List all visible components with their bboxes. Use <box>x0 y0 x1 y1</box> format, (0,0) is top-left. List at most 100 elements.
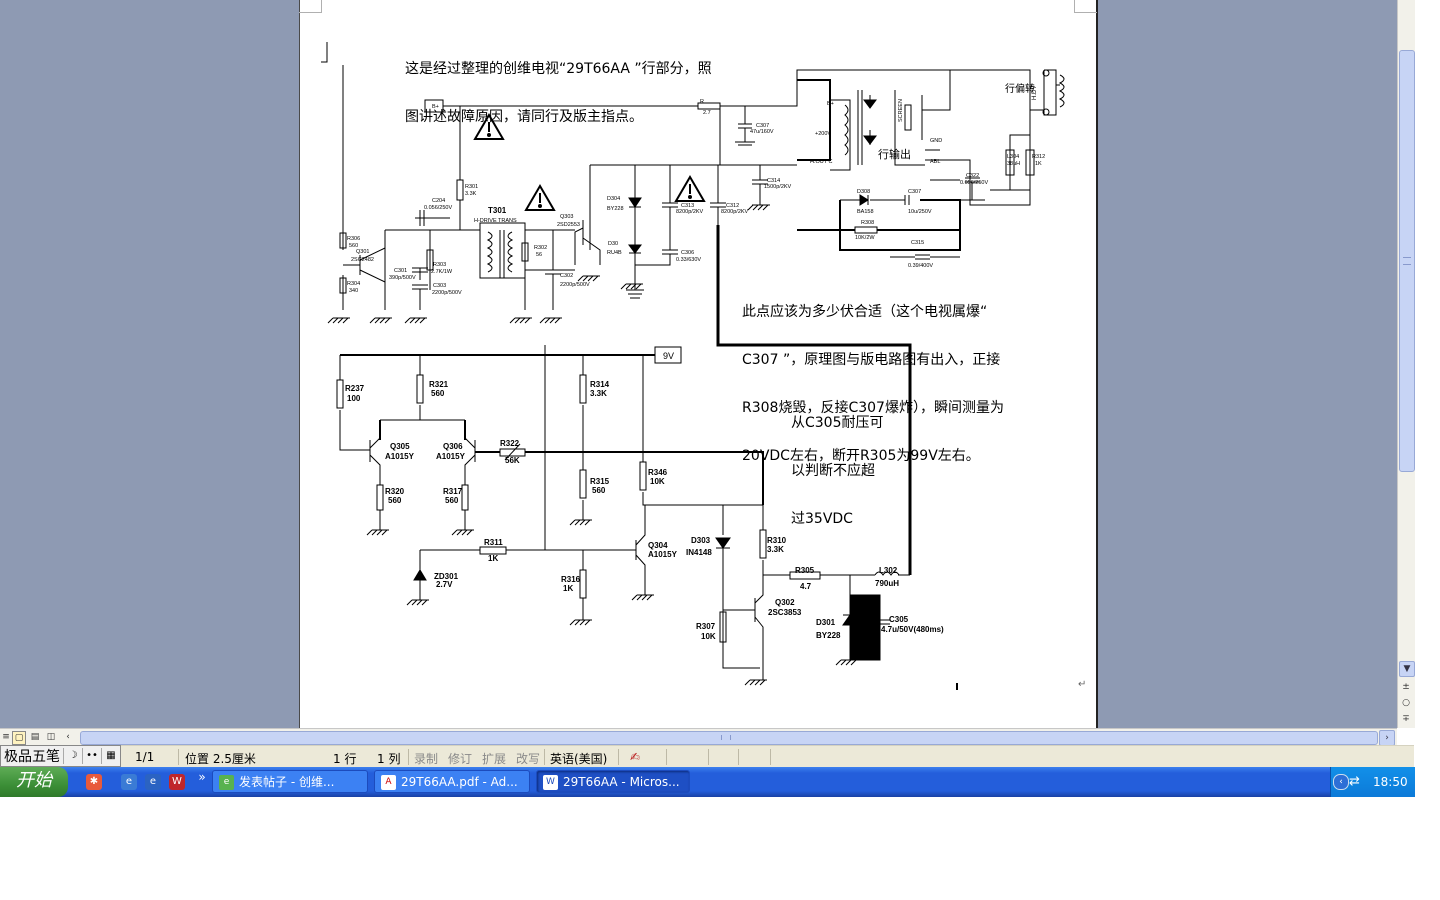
note-line: 以判断不应超 <box>791 463 875 479</box>
title-line: 这是经过整理的创维电视“29T66AA ”行部分，照 <box>405 61 712 77</box>
ime-punct-icon[interactable]: •• <box>82 748 101 764</box>
status-track-changes[interactable]: 修订 <box>448 752 473 766</box>
status-separator <box>178 749 179 765</box>
quicklaunch-ie-icon[interactable]: e <box>145 774 161 790</box>
schematic-label: C313 <box>681 203 694 209</box>
schematic-label: A1015Y <box>436 452 466 461</box>
status-separator <box>770 749 771 765</box>
previous-page-button[interactable]: ± <box>1402 682 1410 692</box>
schematic-label: GND <box>930 138 942 144</box>
schematic-label: R <box>700 99 704 105</box>
ime-toolbar[interactable]: 极品五笔 ☽ •• ▦ <box>0 745 121 767</box>
web-view-button[interactable]: ▢ <box>12 731 26 745</box>
status-separator <box>708 749 709 765</box>
schematic-label: 3.3K <box>465 191 477 197</box>
status-overtype[interactable]: 改写 <box>516 752 541 766</box>
quicklaunch-icon[interactable]: ✱ <box>86 774 102 790</box>
xingshuchu-label: 行输出 <box>878 147 911 161</box>
normal-view-button[interactable]: ≡ <box>2 732 10 742</box>
browse-object-button[interactable]: ○ <box>1402 698 1410 708</box>
status-extend[interactable]: 扩展 <box>482 752 507 766</box>
schematic-label: BA158 <box>857 209 874 215</box>
note-c305: 从C305耐压可 以判断不应超 过35VDC <box>791 383 884 559</box>
schematic-label: BY228 <box>816 631 841 640</box>
status-language[interactable]: 英语(美国) <box>550 752 608 766</box>
scroll-right-button[interactable]: › <box>1379 730 1395 746</box>
note-line: 从C305耐压可 <box>791 415 884 431</box>
status-column: 1 列 <box>377 752 401 766</box>
clock[interactable]: 18:50 <box>1373 775 1408 789</box>
network-icon[interactable]: ⇄ <box>1349 774 1360 789</box>
schematic-label: ABL <box>930 159 940 165</box>
horizontal-scroll-thumb[interactable] <box>80 731 1378 745</box>
schematic-label: 0.33/630V <box>676 257 701 263</box>
outline-view-button[interactable]: ◫ <box>46 732 56 742</box>
document-page[interactable] <box>299 0 1098 728</box>
ime-name[interactable]: 极品五笔 <box>4 749 60 765</box>
next-page-button[interactable]: ∓ <box>1402 714 1410 724</box>
status-bar: 1/1 位置 2.5厘米 1 行 1 列 录制 修订 扩展 改写 英语(美国) … <box>0 745 1414 768</box>
vertical-scroll-thumb[interactable] <box>1399 50 1415 472</box>
schematic-label: R237 <box>345 384 365 393</box>
schematic-label: 10K <box>650 477 665 486</box>
schematic-label: Q302 <box>775 598 795 607</box>
status-record[interactable]: 录制 <box>414 752 439 766</box>
start-button[interactable]: 开始 <box>0 767 68 797</box>
hdy-label: H.DY <box>1032 86 1038 100</box>
quicklaunch-more-button[interactable]: » <box>198 770 206 784</box>
tray-expand-icon[interactable]: ‹ <box>1333 774 1349 790</box>
schematic-label: R316 <box>561 575 581 584</box>
schematic-label: D30 <box>608 241 618 247</box>
schematic-label: RU4B <box>607 250 622 256</box>
quicklaunch-wps-icon[interactable]: W <box>169 774 185 790</box>
schematic-label: 8200p/2KV <box>676 209 704 215</box>
schematic-label: C306 <box>681 250 694 256</box>
schematic-label: Q304 <box>648 541 668 550</box>
status-line: 1 行 <box>333 752 357 766</box>
vertical-scrollbar[interactable]: ▼ ± ○ ∓ <box>1397 0 1415 728</box>
schematic-label: 560 <box>431 389 445 398</box>
schematic-label: H.OUT C <box>810 159 833 165</box>
schematic-label: 0.39/400V <box>908 263 933 269</box>
schematic-label: R305 <box>795 566 815 575</box>
scroll-down-button[interactable]: ▼ <box>1399 661 1415 677</box>
schematic-label: BY228 <box>607 206 624 212</box>
document-title: 这是经过整理的创维电视“29T66AA ”行部分，照 图讲述故障原因，请同行及版… <box>405 29 712 157</box>
warning-icon <box>473 113 706 211</box>
status-separator <box>738 749 739 765</box>
title-line: 图讲述故障原因，请同行及版主指点。 <box>405 109 643 125</box>
schematic-label: H-DRIVE TRANS <box>474 218 517 224</box>
schematic-label: R302 <box>534 245 547 251</box>
schematic-label: 0.056/250V <box>424 205 452 211</box>
schematic-label: L304 <box>1007 154 1019 160</box>
schematic-label: R312 <box>1032 154 1045 160</box>
horizontal-scrollbar[interactable]: ≡ ▢ ▤ ◫ ‹ › <box>0 728 1397 746</box>
schematic-label: C314 <box>767 178 780 184</box>
task-label: 29T66AA.pdf - Ad... <box>401 775 518 789</box>
print-view-button[interactable]: ▤ <box>30 732 40 742</box>
task-word[interactable]: W 29T66AA - Micros... <box>536 770 690 793</box>
schematic-label: +200V <box>815 131 831 137</box>
schematic-label: R346 <box>648 468 668 477</box>
schematic-label: D304 <box>607 196 620 202</box>
ime-moon-icon[interactable]: ☽ <box>63 748 82 764</box>
quicklaunch-ie-icon[interactable]: e <box>121 774 137 790</box>
schematic-label: 10u/250V <box>908 209 932 215</box>
task-pdf-reader[interactable]: A 29T66AA.pdf - Ad... <box>374 770 530 793</box>
schematic-label: IN4148 <box>686 548 712 557</box>
ime-keyboard-icon[interactable]: ▦ <box>101 748 120 764</box>
schematic-label: C302 <box>560 273 573 279</box>
schematic-label: 10K <box>701 632 716 641</box>
schematic-label: 47u/160V <box>750 129 774 135</box>
schematic-label: 1K <box>488 554 498 563</box>
schematic-label: C307 <box>908 189 921 195</box>
task-browser[interactable]: e 发表帖子 - 创维... <box>212 770 368 793</box>
schematic-label: 4.7u/50V(480ms) <box>881 625 944 634</box>
schematic-label: R310 <box>767 536 787 545</box>
schematic-label: ZD301 <box>434 572 459 581</box>
schematic-label: 100 <box>347 394 361 403</box>
schematic-label: 38uH <box>1007 161 1020 167</box>
schematic-label: C322 <box>966 173 979 179</box>
scroll-left-button[interactable]: ‹ <box>66 732 70 742</box>
spell-check-icon[interactable]: ✍ <box>630 750 641 764</box>
